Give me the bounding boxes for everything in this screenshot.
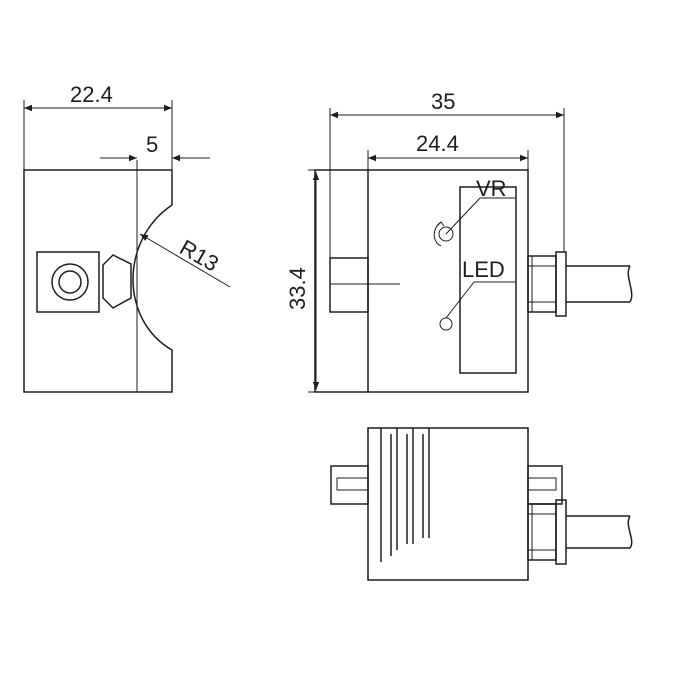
- lens-cap: [102, 254, 132, 309]
- sensor-lens-inner: [58, 270, 82, 294]
- sensor-lens-outer: [51, 263, 89, 301]
- top-view: [330, 427, 633, 581]
- cable-gland: [527, 251, 567, 317]
- label-window: [459, 186, 517, 374]
- sensor-housing: [36, 251, 100, 313]
- mounting-tab: [329, 257, 369, 313]
- front-view: VR LED 35 24.4 33.4: [285, 89, 633, 393]
- dim-radius: R13: [176, 235, 223, 277]
- side-view: 22.4 5 R13: [23, 82, 231, 393]
- dim-front-body-width: 24.4: [416, 131, 459, 156]
- callout-led: LED: [462, 257, 505, 282]
- dim-front-height: 33.4: [285, 267, 310, 310]
- side-view-outline: [23, 169, 173, 393]
- dim-front-total-width: 35: [431, 89, 455, 114]
- dim-side-width: 22.4: [70, 82, 113, 107]
- top-right-tab: [527, 465, 563, 505]
- led-indicator-icon: [439, 317, 453, 331]
- vr-adjuster-icon: [433, 221, 454, 247]
- dim-side-offset: 5: [146, 132, 158, 157]
- top-body: [367, 427, 529, 581]
- callout-vr: VR: [476, 176, 507, 201]
